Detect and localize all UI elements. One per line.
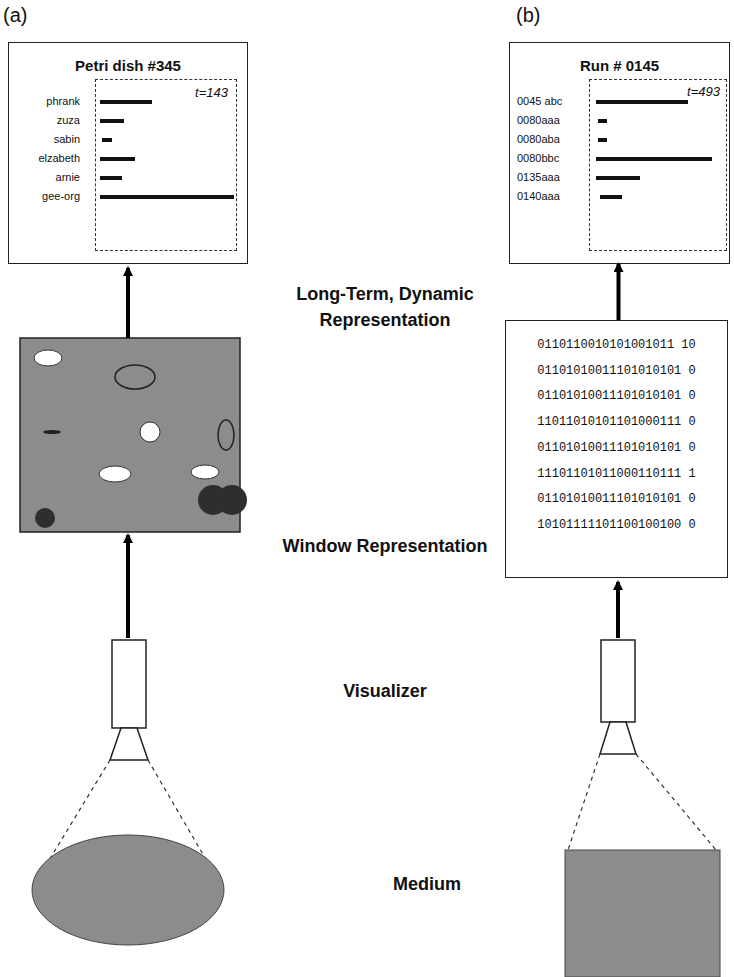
- row-label: 0080aaa: [517, 114, 560, 126]
- row-label: phrank: [46, 95, 80, 107]
- stage-label: Window Representation: [255, 536, 515, 557]
- node-text: 11101101011000110111 1: [514, 462, 719, 488]
- node-text: 01101010011101010101 0: [514, 487, 719, 513]
- node-text: t=493: [590, 80, 726, 99]
- stage-label: Long-Term, Dynamic Representation: [262, 281, 508, 333]
- dashed-plot-area: t=143: [95, 79, 237, 251]
- row-label: zuza: [57, 114, 80, 126]
- node-text: 01101010011101010101 0: [514, 359, 719, 385]
- row-label: gee-org: [42, 190, 80, 202]
- node-text: Petri dish #345: [9, 43, 247, 74]
- visualizer-camera: [110, 640, 636, 760]
- arrow-connector: [617, 264, 621, 320]
- stage-label: Visualizer: [255, 681, 515, 702]
- node-text: 11011010101101000111 0: [514, 410, 719, 436]
- row-label: 0045 abc: [517, 95, 562, 107]
- row-label: 0080bbc: [517, 152, 559, 164]
- medium-block: [565, 850, 720, 977]
- bar-chart: [100, 102, 234, 197]
- node-text: t=143: [96, 80, 236, 100]
- medium-dish: [32, 835, 224, 945]
- stage-label: Medium: [300, 874, 554, 895]
- row-label: 0140aaa: [517, 190, 560, 202]
- panel-letter: (a): [3, 4, 27, 27]
- window-representation: [20, 338, 247, 532]
- binary-data-box: 0110110010101001011 10011010100111010101…: [505, 320, 728, 578]
- node-text: Run # 0145: [510, 43, 729, 74]
- row-label: sabin: [54, 133, 80, 145]
- panel-letter: (b): [516, 4, 540, 27]
- row-label: 0080aba: [517, 133, 560, 145]
- dashed-plot-area: t=493: [589, 79, 727, 251]
- node-text: 10101111101100100100 0: [514, 513, 719, 539]
- row-label: 0135aaa: [517, 171, 560, 183]
- node-text: 01101010011101010101 0: [514, 384, 719, 410]
- node-text: 01101010011101010101 0: [514, 436, 719, 462]
- bar-chart: [596, 102, 712, 197]
- row-label: arnie: [56, 171, 80, 183]
- node-text: 0110110010101001011 10: [514, 333, 719, 359]
- row-label: elzabeth: [38, 152, 80, 164]
